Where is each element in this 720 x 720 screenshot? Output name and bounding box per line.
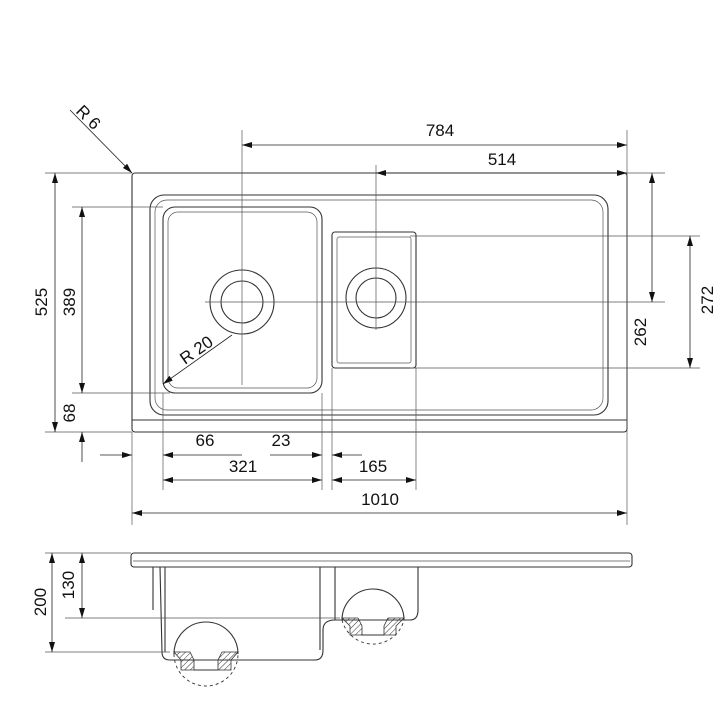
inner-rim-detail xyxy=(154,199,604,411)
main-bowl xyxy=(162,206,323,394)
dim-321: 321 xyxy=(229,457,257,476)
bowls-profile xyxy=(159,566,419,661)
bowl-radius-label: R 20 xyxy=(176,332,216,368)
dim-68: 68 xyxy=(60,404,79,423)
side-view: 200 130 xyxy=(31,552,633,687)
inner-rim xyxy=(149,194,609,416)
dim-165: 165 xyxy=(359,457,387,476)
small-drain-detail-icon xyxy=(341,588,405,621)
small-bowl-inner xyxy=(336,236,412,364)
sink-top-slab xyxy=(130,552,633,568)
dim-200: 200 xyxy=(31,588,50,616)
dim-784: 784 xyxy=(426,121,454,140)
dim-389: 389 xyxy=(60,288,79,316)
dim-272: 272 xyxy=(698,286,717,314)
small-bowl xyxy=(331,231,417,369)
dimension-lines xyxy=(52,109,693,516)
main-bowl-inner xyxy=(167,211,318,389)
dim-130: 130 xyxy=(59,571,78,599)
dim-66: 66 xyxy=(196,431,215,450)
corner-radius-label: R 6 xyxy=(72,101,104,133)
dim-1010: 1010 xyxy=(361,490,399,509)
main-drain-detail-icon xyxy=(173,621,239,655)
dim-23: 23 xyxy=(272,431,291,450)
dim-514: 514 xyxy=(488,150,516,169)
dim-262: 262 xyxy=(631,318,650,346)
dim-525: 525 xyxy=(32,288,51,316)
top-view: 784 514 525 389 68 272 262 66 23 321 165… xyxy=(32,101,717,525)
